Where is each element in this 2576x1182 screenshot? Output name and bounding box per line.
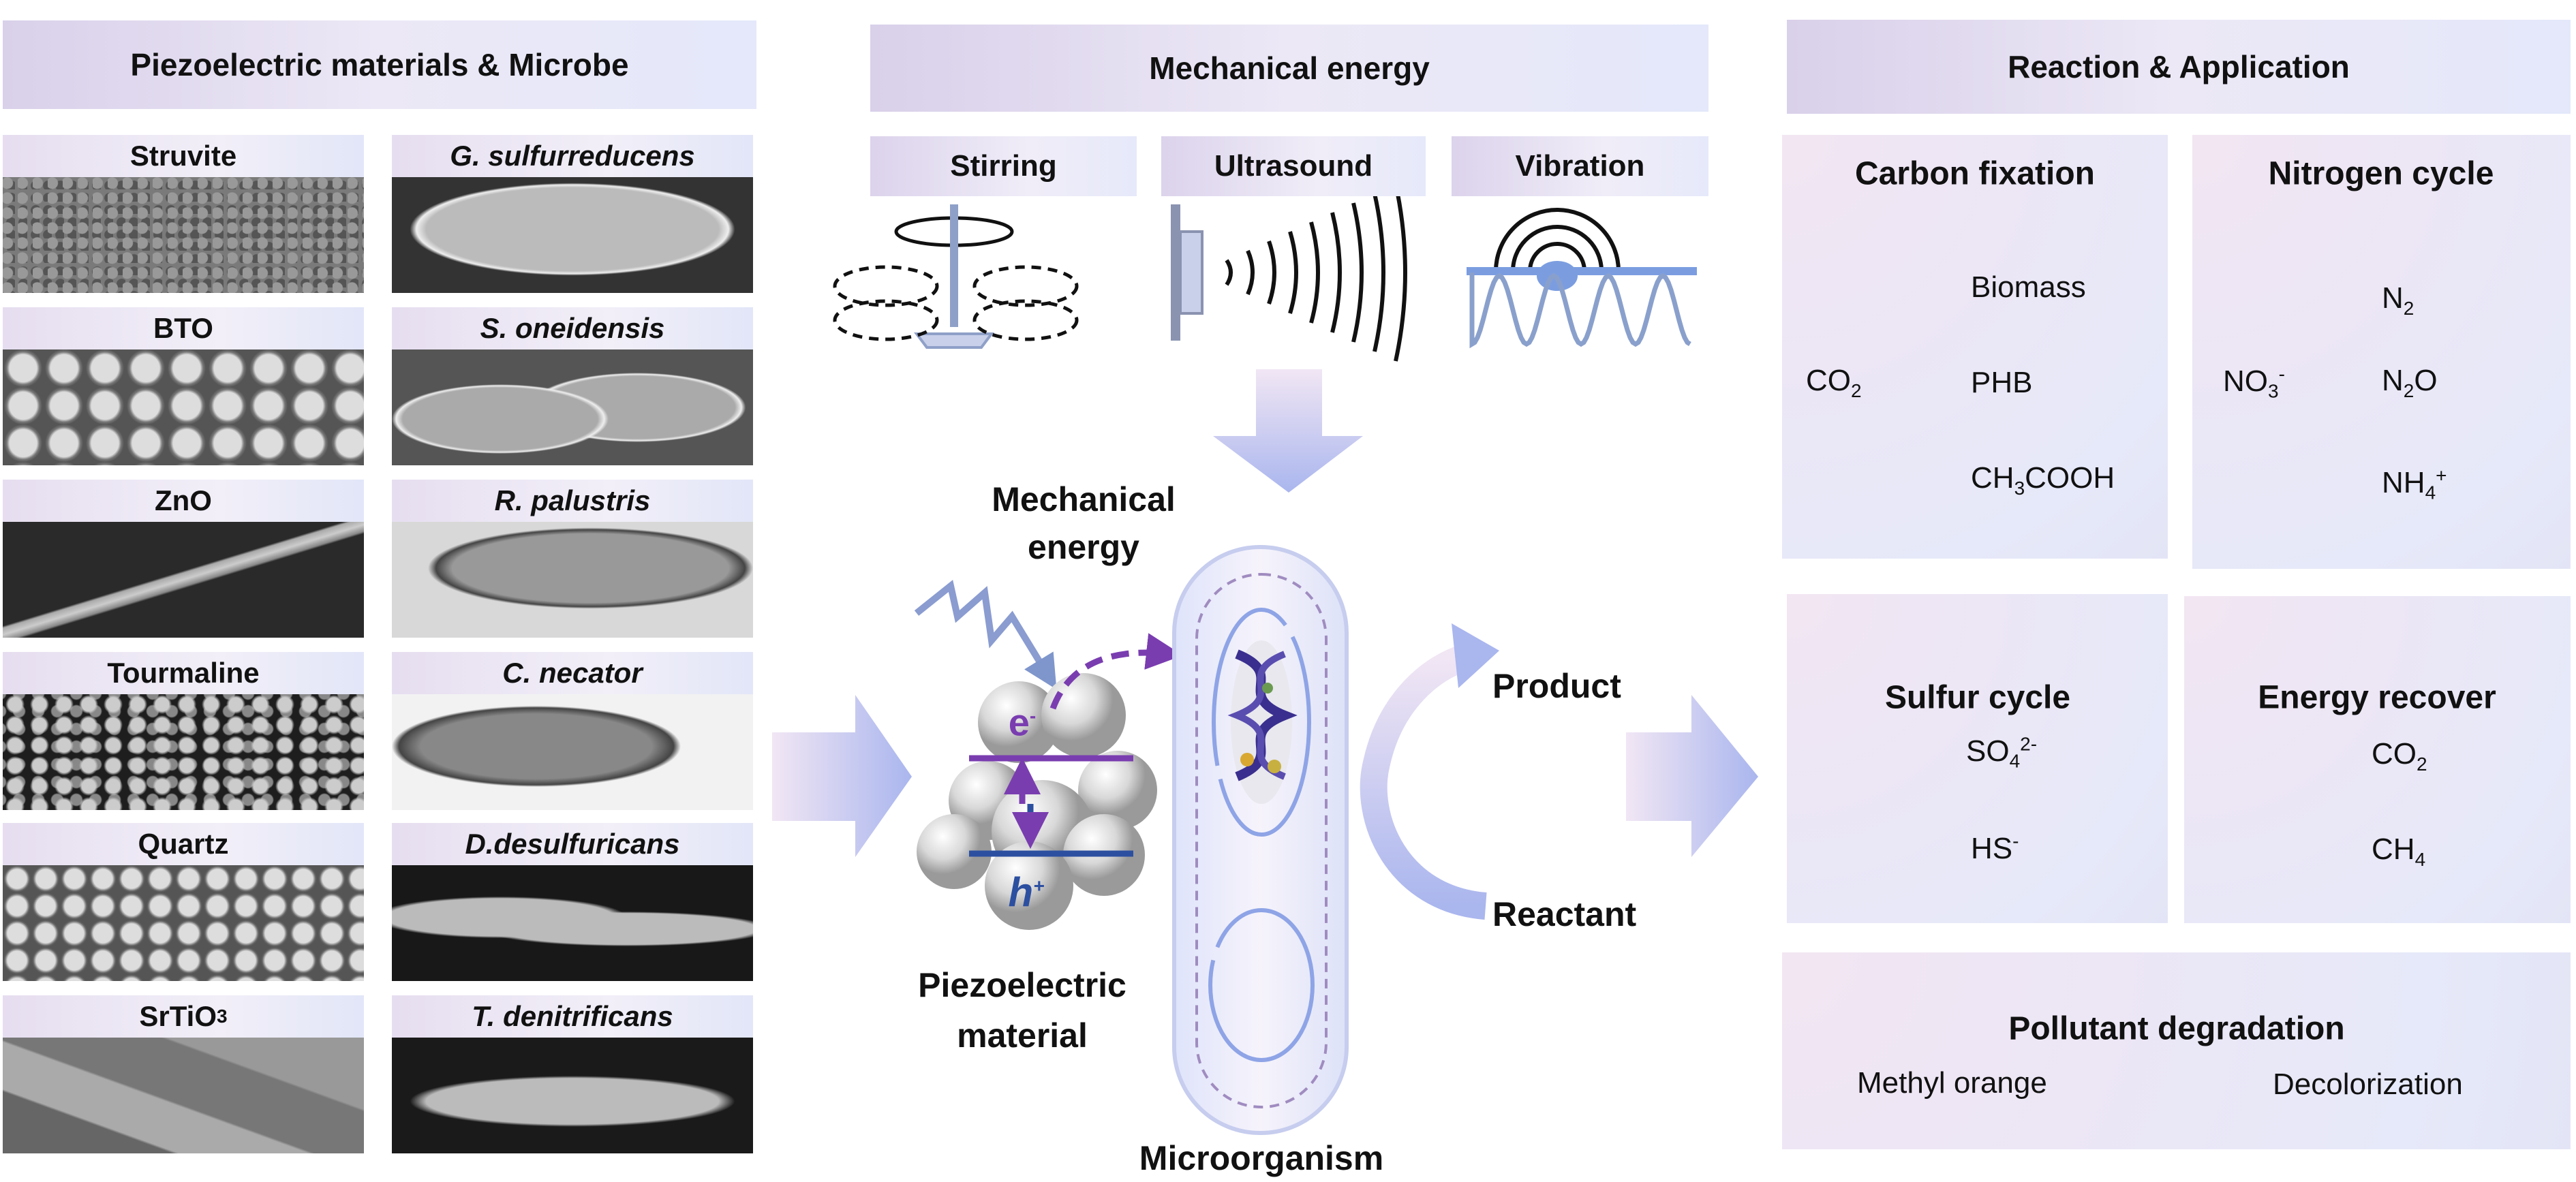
sound-wave [1394,183,1407,362]
ultrasound-icon [1171,183,1407,362]
mechanical-energy-label-line1: Mechanical [992,480,1176,518]
right-flow-arrow [1626,695,1758,857]
sound-wave [1373,193,1385,352]
material-sem-image [3,177,364,293]
source-label: Vibration [1515,149,1645,183]
microbe-sem-image [392,694,753,810]
electron-transfer-arrow [1049,633,1183,710]
left-flow-arrow [772,695,912,857]
carbon-reactant: CO2 [1806,364,1862,401]
microbe-sem-image [392,177,753,293]
piezoelectric-material-label-line2: material [957,1016,1088,1055]
nitrogen-product-nh4: NH4+ [2382,465,2447,503]
stirring-icon [833,204,1079,349]
mechanical-energy-title: Mechanical energy [1149,50,1430,86]
pollutant-to: Decolorization [2273,1068,2463,1101]
mechanical-energy-label-line2: energy [1028,528,1139,566]
nitrogen-cycle-box [2192,135,2571,569]
material-sem-image [3,522,364,638]
application-panel-header: Reaction & Application [1787,20,2571,114]
microbe-sem-image [392,522,753,638]
source-label: Stirring [950,149,1057,183]
sulfur-to: HS- [1971,830,2019,865]
material-sem-image [3,349,364,465]
nitrogen-cycle-title: Nitrogen cycle [2268,155,2494,192]
material-sem-image [3,865,364,981]
down-arrow [1213,369,1363,493]
nitrogen-product-n2o: N2O [2382,364,2438,401]
sound-wave [1225,259,1233,286]
carbon-product-acetic-acid: CH3COOH [1971,461,2115,499]
reactant-label: Reactant [1492,895,1637,933]
source-stirring: Stirring [870,136,1137,196]
material-label: Quartz [3,823,364,865]
energy-recover-box [2184,596,2571,923]
microbe-label: R. palustris [392,480,753,522]
microorganism-label: Microorganism [1139,1139,1384,1177]
microbe-label: D.desulfuricans [392,823,753,865]
material-label: Struvite [3,135,364,177]
pollutant-degradation-box [1782,952,2571,1149]
energy-recover-title: Energy recover [2258,679,2496,716]
material-label: BTO [3,307,364,349]
application-panel-title: Reaction & Application [2008,49,2350,84]
microbe-sem-image [392,1038,753,1153]
microbe-sem-image [392,349,753,465]
product-label: Product [1492,667,1621,705]
microorganism-cell [1172,545,1349,1135]
source-vibration: Vibration [1452,136,1708,196]
reaction-curve-arrow [1360,644,1488,920]
energy-from: CO2 [2372,737,2427,775]
electron-label: e- [1008,700,1037,744]
microbe-label: G. sulfurreducens [392,135,753,177]
source-ultrasound: Ultrasound [1161,136,1426,196]
sound-wave [1288,231,1298,314]
sound-wave [1330,212,1342,333]
material-sem-image [3,1038,364,1153]
microbe-sem-image [392,865,753,981]
pollutant-from: Methyl orange [1857,1066,2047,1100]
sound-wave [1351,202,1364,343]
dna-icon [1227,640,1298,804]
carbon-product-phb: PHB [1971,366,2033,399]
mechanical-energy-zigzag-icon [914,580,1057,690]
product-arrowhead [1452,623,1499,688]
piezoelectric-material-label-line1: Piezoelectric [918,966,1126,1004]
microbe-label: T. denitrificans [392,995,753,1038]
source-label: Ultrasound [1214,149,1373,183]
energy-to: CH4 [2372,833,2426,870]
sound-wave [1309,221,1320,324]
sound-wave [1246,249,1255,296]
mechanical-energy-header: Mechanical energy [870,25,1708,112]
vibration-icon [1467,208,1697,349]
material-label: ZnO [3,480,364,522]
sound-wave [1267,240,1276,305]
sulfur-cycle-box [1787,594,2168,923]
microbe-label: S. oneidensis [392,307,753,349]
microbe-label: C. necator [392,652,753,694]
carbon-product-biomass: Biomass [1971,270,2086,304]
material-sem-image [3,694,364,810]
sulfur-from: SO42- [1966,733,2038,772]
materials-panel-title: Piezoelectric materials & Microbe [130,47,629,82]
sulfur-cycle-title: Sulfur cycle [1884,679,2071,716]
nitrogen-product-n2: N2 [2382,281,2414,319]
material-label: Tourmaline [3,652,364,694]
nitrogen-reactant: NO3- [2223,363,2285,402]
hole-label: h+ [1008,869,1045,916]
carbon-fixation-box [1782,135,2168,559]
materials-panel-header: Piezoelectric materials & Microbe [3,20,756,109]
pollutant-degradation-title: Pollutant degradation [2008,1010,2345,1047]
carbon-fixation-title: Carbon fixation [1854,155,2096,192]
